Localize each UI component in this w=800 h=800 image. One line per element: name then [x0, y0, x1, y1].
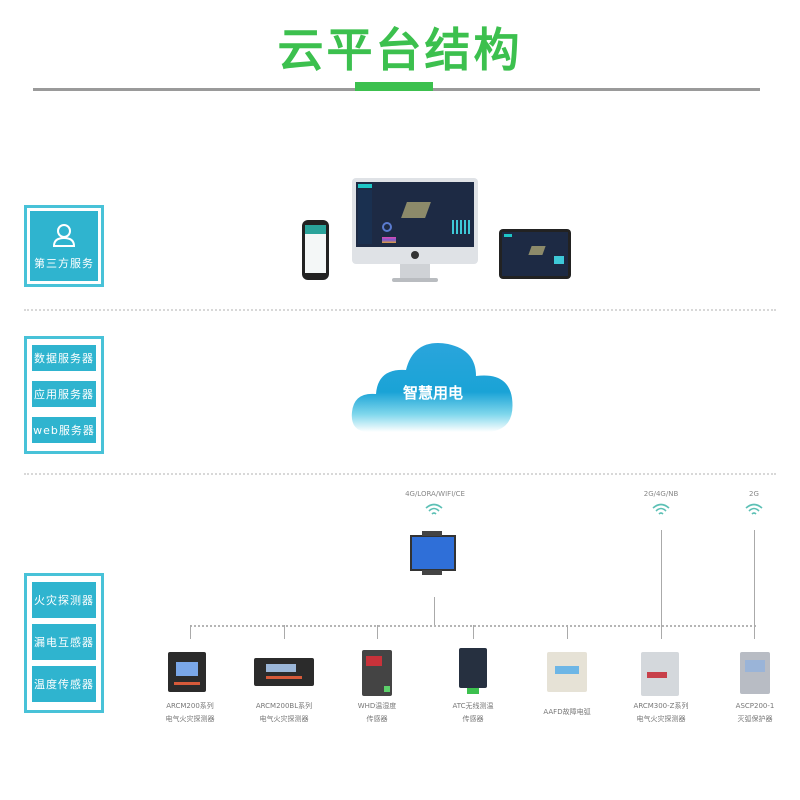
- third-party-box: 第三方服务: [30, 211, 98, 281]
- user-icon: [52, 224, 76, 247]
- device-label: ARCM200BL系列电气火灾探测器: [255, 702, 313, 723]
- server-item-web: web服务器: [32, 417, 96, 443]
- gateway-device: [410, 531, 456, 575]
- sensor-item-leakage: 漏电互感器: [32, 624, 96, 660]
- protocol-label-right-1: 2G/4G/NB: [643, 490, 679, 498]
- device-ascp200: [740, 652, 770, 694]
- link-right-2: [754, 530, 755, 626]
- cloud-icon: [351, 343, 513, 432]
- device-whd: [362, 650, 392, 696]
- wifi-icon: [425, 503, 443, 515]
- servers-panel: 数据服务器 应用服务器 web服务器: [24, 336, 104, 454]
- wifi-icon: [745, 503, 763, 515]
- monitor-base: [392, 278, 438, 282]
- device-label: ATC无线测温传感器: [452, 702, 494, 723]
- sensors-panel: 火灾探测器 漏电互感器 温度传感器: [24, 573, 104, 713]
- apple-logo-icon: [411, 251, 419, 259]
- third-party-label: 第三方服务: [34, 257, 94, 270]
- tablet-screen: [502, 232, 568, 276]
- sensor-item-temperature: 温度传感器: [32, 666, 96, 702]
- monitor-screen: [356, 182, 474, 247]
- separator-2: [24, 473, 776, 475]
- device-label: WHD温湿度传感器: [357, 702, 397, 723]
- cloud: 智慧用电: [348, 334, 518, 446]
- device-label: ARCM200系列电气火灾探测器: [165, 702, 215, 723]
- tablet-device: [499, 229, 571, 279]
- third-party-panel: 第三方服务: [24, 205, 104, 287]
- monitor-stand: [400, 264, 430, 278]
- server-item-app: 应用服务器: [32, 381, 96, 407]
- desktop-monitor: [352, 178, 478, 264]
- link-right-1: [661, 530, 662, 626]
- cloud-label: 智慧用电: [402, 384, 463, 402]
- sensor-item-fire: 火灾探测器: [32, 582, 96, 618]
- gateway-link: [434, 597, 435, 625]
- device-arcm300: [641, 652, 679, 696]
- device-label: AAFD故障电弧: [543, 708, 591, 716]
- title-accent-bar: [355, 82, 433, 91]
- protocol-label-right-2: 2G: [749, 490, 759, 498]
- separator-1: [24, 309, 776, 311]
- device-atc: [459, 648, 487, 694]
- device-aafd: [547, 652, 587, 692]
- device-label: ARCM300-Z系列电气火灾探测器: [633, 702, 689, 723]
- device-arcm200bl: [254, 658, 314, 686]
- phone-device: [302, 220, 329, 280]
- wifi-icon: [652, 503, 670, 515]
- gateway-protocol-label: 4G/LORA/WIFI/CE: [405, 490, 465, 498]
- device-arcm200: [168, 652, 206, 692]
- phone-screen: [305, 225, 326, 273]
- server-item-data: 数据服务器: [32, 345, 96, 371]
- page-title: 云平台结构: [277, 23, 523, 77]
